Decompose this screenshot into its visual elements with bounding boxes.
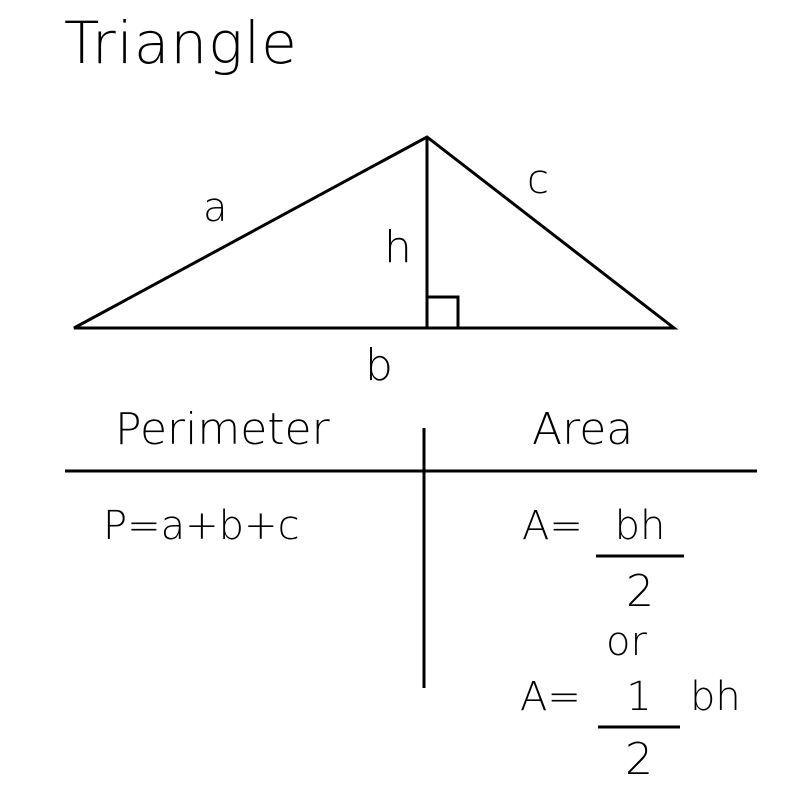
side-b-label: b [365, 340, 393, 391]
height-label: h [384, 222, 412, 273]
triangle-shape [73, 135, 679, 330]
area-formula-2-suffix: bh [690, 674, 741, 720]
area-formula-1-lhs: A= [522, 503, 583, 549]
right-angle-marker [427, 295, 460, 328]
perimeter-formula: P=a+b+c [103, 503, 300, 549]
area-formula-1-denominator: 2 [626, 566, 654, 617]
side-c-label: c [527, 157, 549, 203]
perimeter-header: Perimeter [115, 404, 330, 455]
area-formula-1-numerator: bh [614, 503, 666, 549]
or-text: or [606, 619, 647, 665]
page-title: Triangle [64, 9, 298, 77]
area-header: Area [532, 404, 634, 455]
side-a-label: a [203, 185, 228, 231]
area-formula-2-lhs: A= [520, 674, 581, 720]
area-formula-2-denominator: 2 [625, 734, 653, 785]
area-formula-2-numerator: 1 [626, 674, 652, 720]
